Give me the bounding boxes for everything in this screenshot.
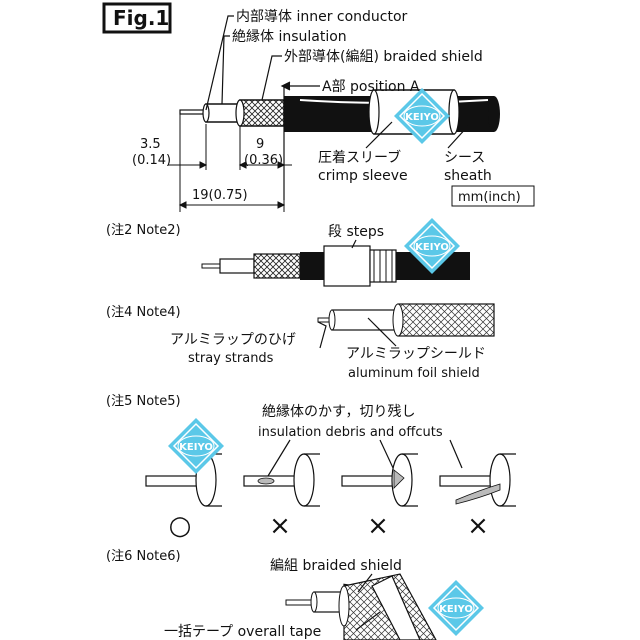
label-sheath-jp: シース	[444, 150, 485, 166]
label-tape: 一括テープ overall tape	[164, 624, 321, 640]
unit-label: mm(inch)	[458, 190, 521, 205]
svg-text:KEIYO: KEIYO	[415, 242, 449, 253]
dim-19: 19(0.75)	[192, 188, 248, 203]
label-foil-jp: アルミラップシールド	[346, 346, 486, 362]
note2-title: (注2 Note2)	[106, 223, 181, 238]
label-sheath-en: sheath	[444, 168, 492, 184]
keiyo-watermark-4: KEIYO	[427, 579, 485, 637]
mark-ng-icon-1: ×	[269, 511, 291, 541]
keiyo-watermark-2: KEIYO	[403, 217, 461, 275]
keiyo-watermark-1: KEIYO	[393, 87, 451, 145]
fig-label-box	[102, 2, 172, 34]
unit-box	[451, 185, 535, 207]
label-debris-jp: 絶縁体のかす，切り残し	[262, 404, 415, 420]
fig-label: Fig.1	[113, 6, 169, 30]
note4-cable	[317, 303, 495, 337]
fig1-cable	[179, 89, 500, 135]
steps-leader	[351, 239, 357, 249]
dim-3-5: 3.5	[140, 137, 161, 152]
label-stray-en: stray strands	[188, 351, 274, 366]
label-stray-jp: アルミラップのひげ	[170, 332, 296, 348]
note5-leaders	[267, 439, 463, 477]
svg-text:KEIYO: KEIYO	[439, 604, 473, 615]
label-braid-jp: 編組 braided shield	[270, 558, 402, 574]
mark-ng-icon-2: ×	[367, 511, 389, 541]
stray-leader	[317, 321, 327, 349]
label-inner-conductor: 内部導体 inner conductor	[236, 9, 408, 25]
label-crimp-en: crimp sleeve	[318, 168, 408, 184]
braid-leader	[357, 573, 373, 593]
mark-ok-icon: ○	[169, 511, 192, 541]
dim-9-inch: (0.36)	[244, 153, 283, 168]
note5-title: (注5 Note5)	[106, 394, 181, 409]
keiyo-watermark-3: KEIYO	[167, 417, 225, 475]
fig1-leaders	[205, 15, 469, 200]
label-debris-en: insulation debris and offcuts	[258, 425, 443, 440]
note6-cable	[285, 573, 437, 640]
label-crimp-jp: 圧着スリーブ	[318, 149, 401, 166]
label-foil-en: aluminum foil shield	[348, 366, 480, 381]
label-braided-shield: 外部導体(編組) braided shield	[284, 49, 483, 65]
note5-cables	[145, 453, 516, 507]
svg-text:KEIYO: KEIYO	[405, 112, 439, 123]
foil-leader	[367, 317, 397, 347]
mark-ng-icon-3: ×	[467, 511, 489, 541]
dim-3-5-inch: (0.14)	[132, 153, 171, 168]
label-steps: 段 steps	[328, 224, 384, 240]
fig1-dimensions	[168, 114, 292, 212]
tape-leader	[355, 611, 381, 631]
dim-9: 9	[256, 137, 264, 152]
label-position-a: A部 position A	[322, 79, 420, 95]
note4-title: (注4 Note4)	[106, 305, 181, 320]
svg-text:KEIYO: KEIYO	[179, 442, 213, 453]
label-insulation: 絶縁体 insulation	[232, 29, 347, 45]
note6-title: (注6 Note6)	[106, 549, 181, 564]
